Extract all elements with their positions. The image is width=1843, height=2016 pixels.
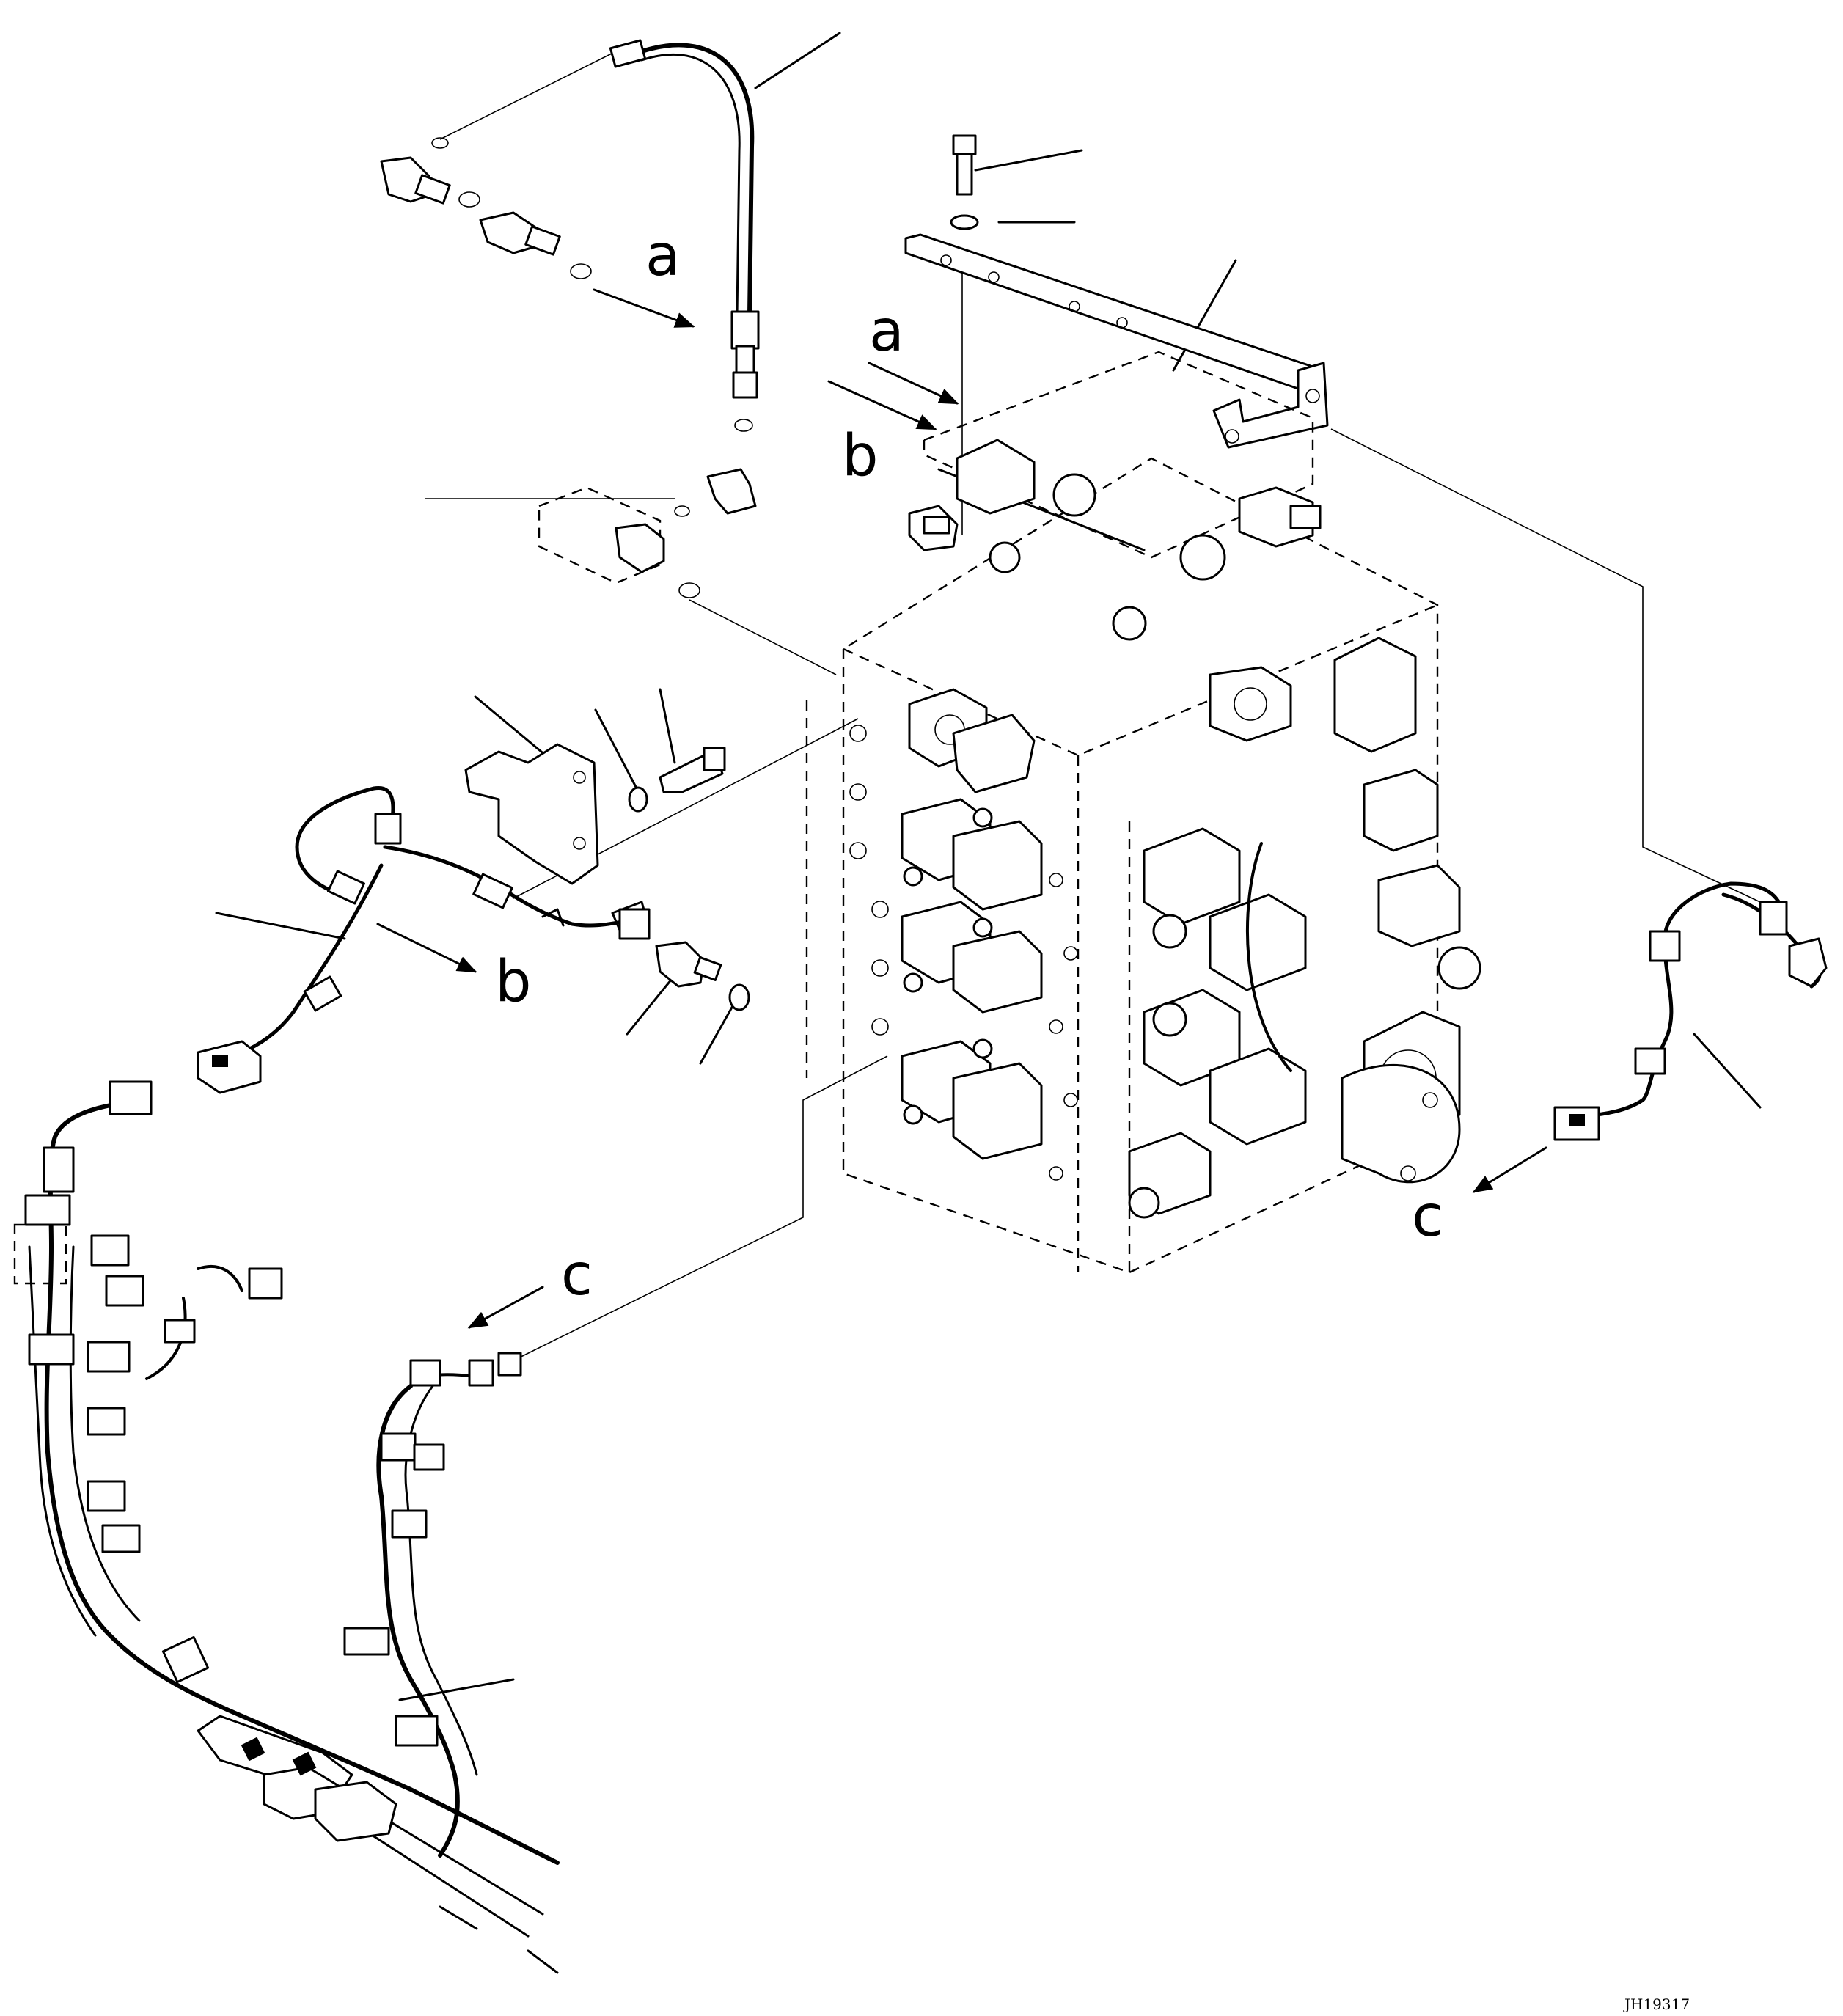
wire-harness-right [1553,881,1828,1141]
view-arrows [376,288,1547,1329]
leader-harness-left [215,912,346,940]
leader-bracket-bar [1172,259,1237,372]
fittings-group [380,137,700,598]
view-letter-b-valve: b [842,423,879,489]
leader-bracket-small [474,695,552,760]
view-letter-c-right: c [1412,1184,1443,1250]
leader-harness-right [1693,1033,1762,1109]
control-valve [805,351,1481,1274]
wire-harness-main [13,1080,560,1974]
drawing-number: JH19317 [1623,1995,1690,2013]
view-letter-a-hose: a [645,223,681,289]
view-letters: a a b b c c [495,223,1443,1308]
wire-harness-branch [197,785,651,1094]
leader-oring [699,1003,735,1065]
view-letter-c-left: c [561,1242,593,1308]
bracket-bar [904,134,1329,449]
assembly-lines [425,51,1761,1368]
leader-sensor [626,974,676,1036]
small-bracket [464,743,726,885]
hose-assembly [609,39,760,517]
leader-bolt-mid [659,688,676,764]
view-letter-a-valve: a [869,298,904,364]
leader-washer-mid [594,708,638,790]
view-letter-b-harness: b [495,949,532,1015]
leader-bolt-top [974,149,1083,172]
leader-hose [754,32,841,89]
